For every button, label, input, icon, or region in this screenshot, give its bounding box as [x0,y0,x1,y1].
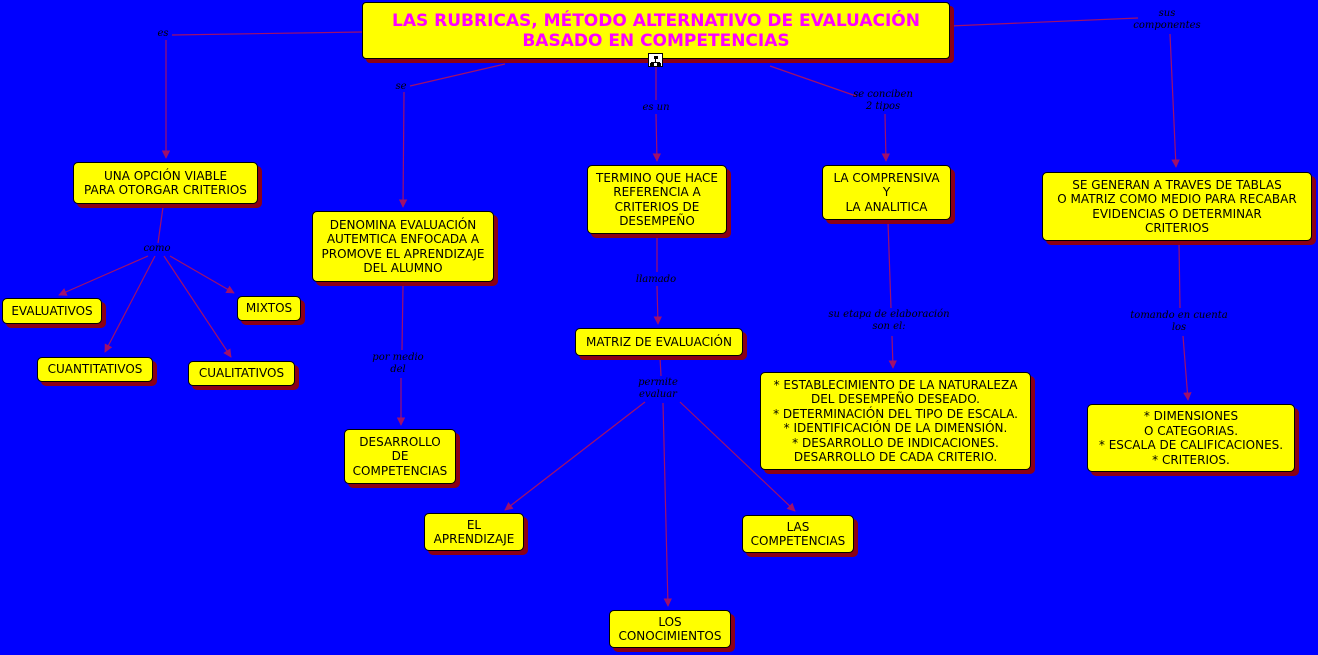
connector-denomina-pormedio [401,284,404,351]
concept-evaluativos[interactable]: EVALUATIVOS [2,298,102,324]
connector-como-evaluativos [58,255,149,296]
link-label-permite-evaluar: permite evaluar [638,377,678,400]
connector-esun-termino [652,113,662,162]
link-label-llamado: llamado [635,274,677,285]
connector-title-es [171,31,363,36]
connector-matriz-permite [659,356,662,377]
connector-permite-conocimientos [662,402,673,607]
connector-como-cualitativos [163,255,232,358]
connector-comprensiva-etapa [887,221,892,309]
connector-llamado-matriz [653,285,662,325]
connector-opcion-como [157,206,164,244]
link-label-es: es [157,28,169,39]
title-node[interactable]: LAS RUBRICAS, MÉTODO ALTERNATIVO DE EVAL… [362,2,950,59]
link-label-su-etapa: su etapa de elaboración son el: [828,309,950,332]
connector-title-componentes [949,17,1139,27]
link-label-por-medio-del: por medio del [372,352,424,375]
concept-competencias[interactable]: LAS COMPETENCIAS [742,515,854,553]
connector-title-se [409,63,506,87]
connector-permite-competencias [679,401,796,512]
link-label-es-un: es un [642,102,670,113]
concept-comprensiva-analitica[interactable]: LA COMPRENSIVA Y LA ANALITICA [822,165,951,220]
tree-icon[interactable] [648,53,663,67]
concept-denomina-evaluacion[interactable]: DENOMINA EVALUACIÓN AUTEMTICA ENFOCADA A… [312,211,494,282]
connector-seconciben-comprensiva [881,113,891,162]
link-label-sus-componentes: sus componentes [1133,8,1201,31]
connector-como-cuantitativos [104,255,156,353]
concept-mixtos[interactable]: MIXTOS [237,296,301,321]
link-label-se-conciben: se conciben 2 tipos [853,89,913,112]
concept-cualitativos[interactable]: CUALITATIVOS [188,361,295,386]
link-label-se: se [395,81,407,92]
concept-matriz-evaluacion[interactable]: MATRIZ DE EVALUACIÓN [575,328,743,356]
connector-tomando-dimensiones [1182,335,1192,401]
link-label-tomando-en-cuenta: tomando en cuenta los [1130,310,1228,333]
concept-desarrollo-competencias[interactable]: DESARROLLO DE COMPETENCIAS [344,429,456,484]
connector-permite-aprendizaje [504,401,646,511]
link-label-como: como [143,243,171,254]
connector-title-seconciben [769,65,857,97]
connector-etapa-etapas [888,335,897,369]
concept-conocimientos[interactable]: LOS CONOCIMIENTOS [609,610,731,648]
concept-aprendizaje[interactable]: EL APRENDIZAJE [424,513,524,551]
connector-se-denomina [398,91,408,208]
concept-cuantitativos[interactable]: CUANTITATIVOS [37,357,153,382]
concept-generan-tablas[interactable]: SE GENERAN A TRAVES DE TABLAS O MATRIZ C… [1042,172,1312,241]
connector-como-mixtos [169,255,235,294]
concept-etapas-elaboracion[interactable]: * ESTABLECIMIENTO DE LA NATURALEZA DEL D… [760,372,1031,470]
connector-generan-tomando [1178,242,1181,309]
concept-termino-referencia[interactable]: TERMINO QUE HACE REFERENCIA A CRITERIOS … [587,165,727,234]
concept-opcion-viable[interactable]: UNA OPCIÓN VIABLE PARA OTORGAR CRITERIOS [73,162,258,204]
concept-dimensiones[interactable]: * DIMENSIONES O CATEGORIAS. * ESCALA DE … [1087,404,1295,472]
connector-componentes-generan [1169,33,1180,168]
